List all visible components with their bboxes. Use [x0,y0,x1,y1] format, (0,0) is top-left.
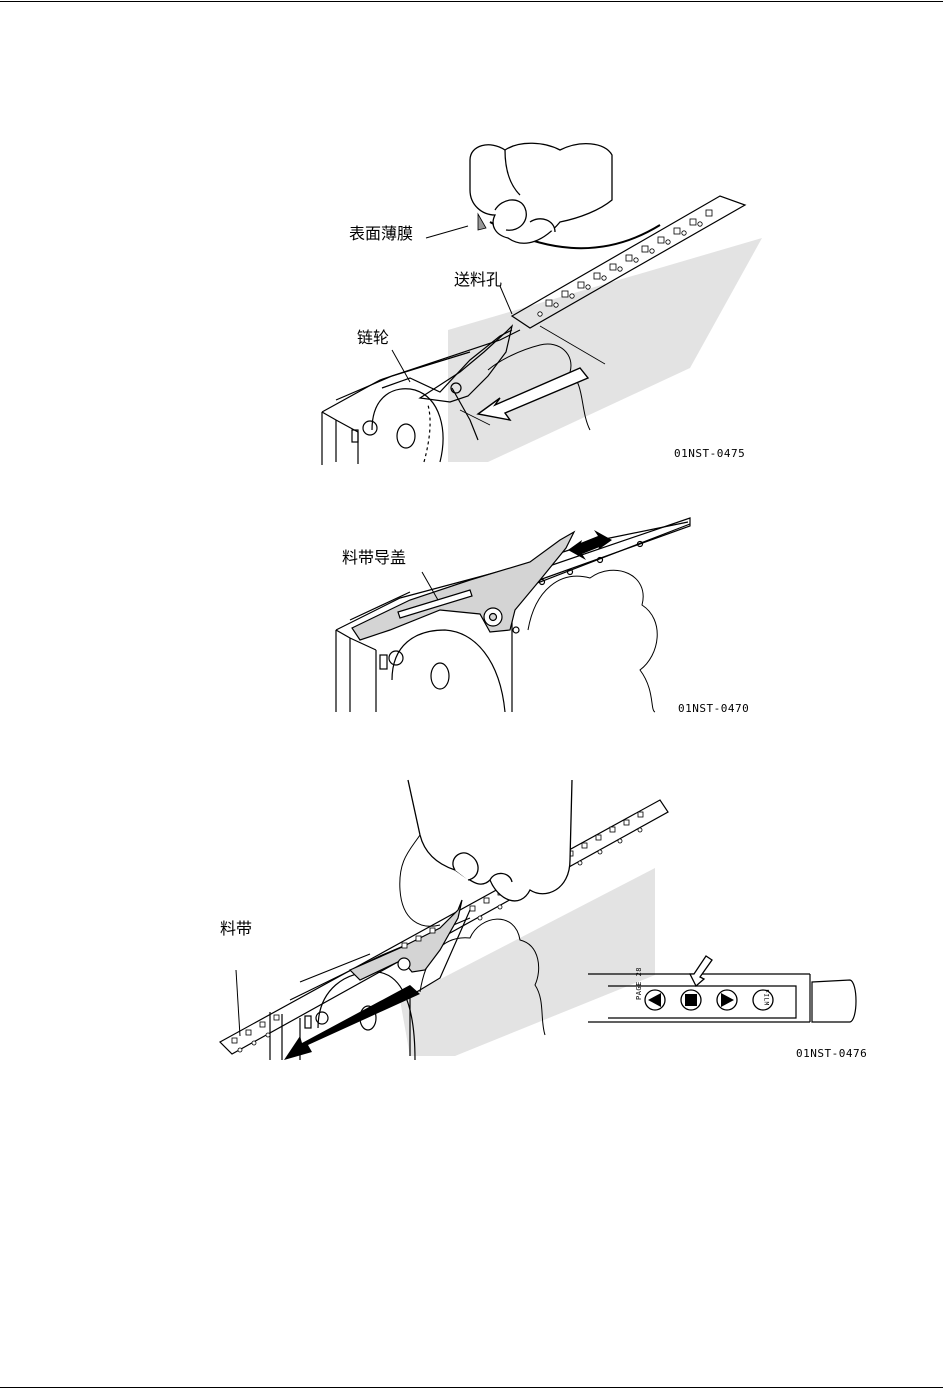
panel-left-text: PAGE 28 [634,967,645,1000]
panel-right-text: FILM [761,989,772,1005]
figure-code: 01NST-0475 [674,448,745,459]
press-pointer-arrow-icon [690,956,712,986]
label-tape-guide-cover: 料带导盖 [342,550,406,566]
figure-feed-tape: 料带 PAGE 28 FILM 01NST-0476 [0,760,943,1070]
label-feed-hole: 送料孔 [454,272,502,288]
slide-direction-arrow-icon [568,530,612,560]
page-bottom-rule [0,1387,943,1388]
figure-tape-guide: 料带导盖 01NST-0470 [0,480,943,730]
label-tape: 料带 [220,921,252,937]
figure-code: 01NST-0470 [678,703,749,714]
stop-square-icon [685,994,697,1006]
label-surface-film: 表面薄膜 [349,226,413,242]
hand-icon [470,143,612,243]
hand-icon [400,780,572,926]
label-sprocket: 链轮 [357,330,389,346]
figure-peel-film: 表面薄膜 送料孔 链轮 01NST-0475 [0,0,943,480]
panel-buttons [645,990,773,1010]
figure-code: 01NST-0476 [796,1048,867,1059]
figure-1-drawing [0,0,943,480]
figure-3-drawing [0,760,943,1070]
figure-2-drawing [0,480,943,730]
